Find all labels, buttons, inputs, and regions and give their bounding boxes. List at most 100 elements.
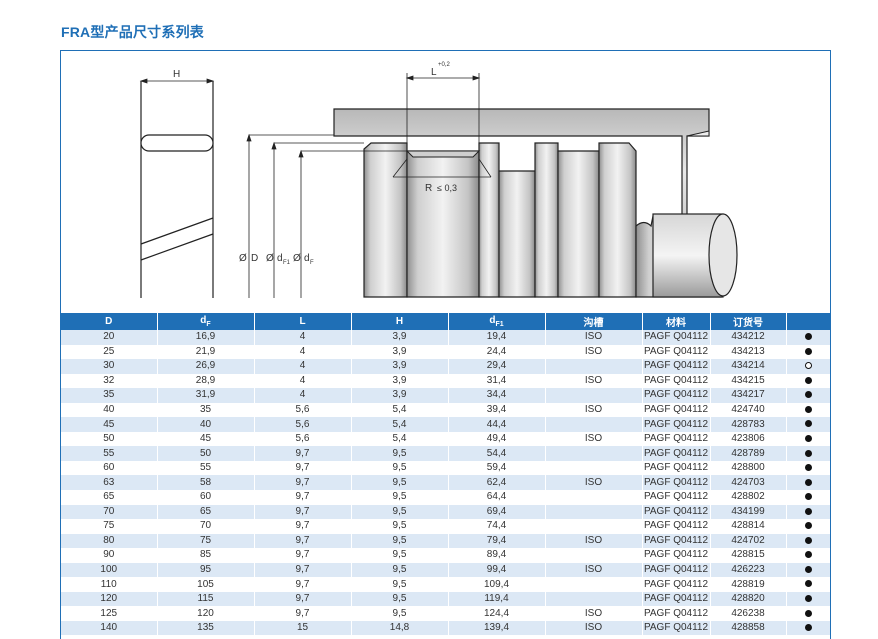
header-H-label: H: [395, 316, 404, 327]
cell-groove: [545, 446, 643, 461]
cell-stock: [786, 475, 830, 491]
filled-circle-icon: [804, 522, 812, 530]
cell-dF1: 124,4: [448, 606, 546, 621]
cell-material: PAGF Q04112: [642, 330, 711, 345]
cell-H: 9,5: [351, 504, 449, 520]
cell-L: 5,6: [254, 402, 352, 418]
cell-dF: 95: [157, 562, 255, 578]
header-L: L: [254, 313, 352, 330]
cell-material: PAGF Q04112: [642, 577, 711, 592]
ring-section: [140, 81, 214, 298]
cell-stock: [786, 562, 830, 578]
cell-H: 9,5: [351, 460, 449, 476]
filled-circle-icon: [804, 478, 812, 486]
cell-material: PAGF Q04112: [642, 620, 711, 636]
cell-dF1: 29,4: [448, 359, 546, 374]
cell-stock: [786, 577, 830, 592]
cell-dF1: 79,4: [448, 533, 546, 549]
label-phi-D: Ø: [239, 253, 247, 264]
label-R-value: ≤ 0,3: [437, 183, 457, 193]
cell-L: 9,7: [254, 591, 352, 607]
cell-L: 9,7: [254, 475, 352, 491]
cell-material: PAGF Q04112: [642, 591, 711, 607]
cell-D: 60: [61, 460, 158, 476]
cell-L: 4: [254, 388, 352, 403]
cell-dF: 31,9: [157, 388, 255, 403]
cell-H: 5,4: [351, 431, 449, 447]
cell-D: 20: [61, 330, 158, 345]
filled-circle-icon: [804, 565, 812, 573]
cell-dF1: 39,4: [448, 402, 546, 418]
filled-circle-icon: [804, 449, 812, 457]
cell-material: PAGF Q04112: [642, 533, 711, 549]
cell-stock: [786, 620, 830, 636]
cell-H: 9,5: [351, 490, 449, 505]
dimension-H: [139, 78, 215, 84]
cell-L: 9,7: [254, 562, 352, 578]
label-L: L: [431, 67, 437, 78]
filled-circle-icon: [804, 333, 812, 341]
cell-H: 9,5: [351, 606, 449, 621]
cell-L: 9,7: [254, 519, 352, 534]
cell-dF: 65: [157, 504, 255, 520]
cell-stock: [786, 344, 830, 360]
content-frame: [60, 50, 831, 639]
cell-dF: 60: [157, 490, 255, 505]
cell-dF1: 44,4: [448, 417, 546, 432]
cell-dF1: 34,4: [448, 388, 546, 403]
cell-dF: 45: [157, 431, 255, 447]
cell-groove: [545, 548, 643, 563]
cell-material: PAGF Q04112: [642, 431, 711, 447]
cell-dF: 115: [157, 591, 255, 607]
cell-dF1: 119,4: [448, 591, 546, 607]
cell-dF: 85: [157, 548, 255, 563]
cell-order-number: 428815: [710, 548, 787, 563]
cell-D: 25: [61, 344, 158, 360]
cell-groove: ISO: [545, 606, 643, 621]
filled-circle-icon: [804, 507, 812, 515]
cell-order-number: 428819: [710, 577, 787, 592]
filled-circle-icon: [804, 434, 812, 442]
cell-stock: [786, 591, 830, 607]
cell-material: PAGF Q04112: [642, 402, 711, 418]
cell-H: 9,5: [351, 548, 449, 563]
cell-L: 9,7: [254, 460, 352, 476]
cell-order-number: 428802: [710, 490, 787, 505]
cell-groove: [545, 490, 643, 505]
page-title: FRA型产品尺寸系列表: [61, 24, 204, 40]
header-stock: [786, 313, 830, 330]
cell-D: 100: [61, 562, 158, 578]
cell-groove: [545, 359, 643, 374]
cell-L: 4: [254, 330, 352, 345]
cell-order-number: 428783: [710, 417, 787, 432]
filled-circle-icon: [804, 391, 812, 399]
cell-H: 3,9: [351, 359, 449, 374]
cell-order-number: 434213: [710, 344, 787, 360]
cell-order-number: 424740: [710, 402, 787, 418]
cell-stock: [786, 548, 830, 563]
technical-drawing: H L +0,2 R ≤ 0,3: [139, 62, 738, 298]
cell-D: 55: [61, 446, 158, 461]
cell-groove: ISO: [545, 431, 643, 447]
cell-order-number: 424702: [710, 533, 787, 549]
cell-material: PAGF Q04112: [642, 417, 711, 432]
cell-D: 65: [61, 490, 158, 505]
cell-L: 9,7: [254, 548, 352, 563]
cell-L: 9,7: [254, 606, 352, 621]
cell-groove: [545, 591, 643, 607]
cell-dF1: 24,4: [448, 344, 546, 360]
cell-material: PAGF Q04112: [642, 504, 711, 520]
cell-dF: 35: [157, 402, 255, 418]
cell-order-number: 423806: [710, 431, 787, 447]
cell-material: PAGF Q04112: [642, 519, 711, 534]
cell-groove: ISO: [545, 402, 643, 418]
cell-groove: ISO: [545, 373, 643, 389]
cell-order-number: 428814: [710, 519, 787, 534]
